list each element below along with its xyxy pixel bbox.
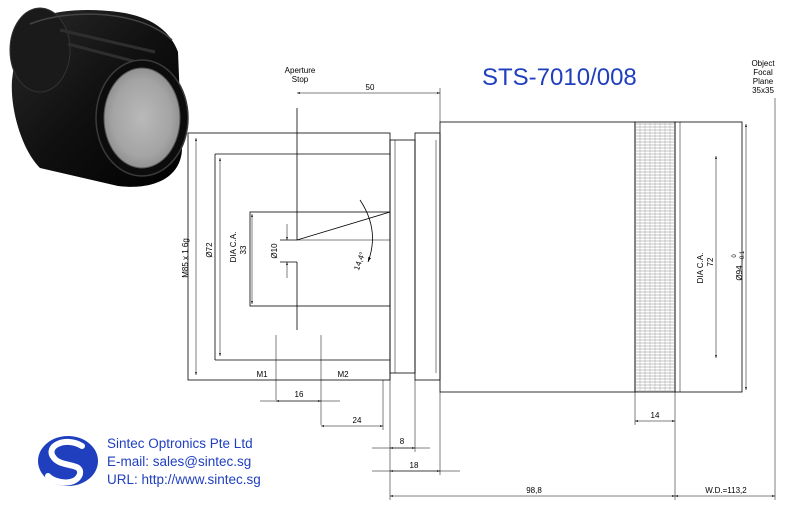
dim-8: 8: [400, 437, 405, 446]
dim-14: 14: [651, 411, 660, 420]
aperture-stop-label-1: Aperture: [285, 66, 316, 75]
company-name: Sintec Optronics Pte Ltd: [107, 436, 253, 451]
thread-label: M85 x 1 6g: [181, 238, 190, 278]
product-title: STS-7010/008: [482, 64, 637, 91]
lens-photo: [9, 7, 189, 187]
dim-16: 16: [295, 390, 304, 399]
dia-ca-right-label-1: DIA C.A.: [696, 253, 705, 284]
company-url: URL: http://www.sintec.sg: [107, 472, 261, 487]
knurl-ring: [636, 122, 674, 392]
dim-98-8: 98,8: [526, 486, 542, 495]
dia94-tol-upper: 0: [732, 254, 738, 258]
company-email: E-mail: sales@sintec.sg: [107, 454, 251, 469]
dia72-left-label: Ø72: [205, 242, 214, 258]
dim-wd: W.D.=113,2: [705, 486, 747, 495]
object-label-4: 35x35: [752, 86, 774, 95]
aperture-stop-label-2: Stop: [292, 75, 309, 84]
dia-ca-right-label-2: 72: [706, 257, 715, 266]
dia94-label: Ø94: [735, 265, 744, 281]
dia94-tol-lower: -0.1: [740, 250, 746, 261]
sintec-logo-icon: [38, 436, 98, 486]
angle-label: 14,4°: [352, 251, 367, 272]
dim-50: 50: [366, 83, 375, 92]
object-plane-label: Object Focal Plane 35x35: [751, 59, 775, 95]
dimension-lines: [195, 88, 775, 500]
dim-24: 24: [353, 416, 362, 425]
dia-ca-left-label-1: DIA C.A.: [229, 232, 238, 263]
dia-ca-left-label-2: 33: [239, 245, 248, 254]
m2-label: M2: [337, 370, 349, 379]
object-label-2: Focal: [753, 68, 773, 77]
dim-18: 18: [410, 461, 419, 470]
dia10-label: Ø10: [270, 243, 279, 259]
m1-label: M1: [256, 370, 268, 379]
lens-body: [187, 108, 743, 425]
object-label-3: Plane: [753, 77, 774, 86]
object-label-1: Object: [751, 59, 775, 68]
